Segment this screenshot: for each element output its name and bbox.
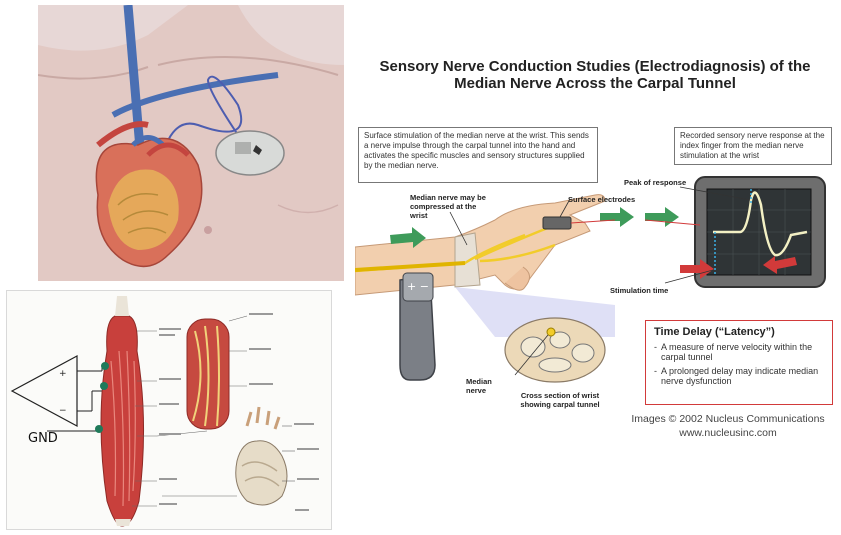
latency-item: - A measure of nerve velocity within the… (654, 342, 824, 362)
diagram-title: Sensory Nerve Conduction Studies (Electr… (355, 58, 835, 92)
surface-electrodes-label: Surface electrodes (568, 195, 648, 204)
pacemaker-heart-illustration (38, 5, 344, 281)
recording-callout: Recorded sensory nerve response at the i… (674, 127, 832, 165)
credit-url: www.nucleusinc.com (618, 427, 838, 439)
muscle-emg-drawing: + − (7, 291, 332, 530)
latency-item: - A prolonged delay may indicate median … (654, 366, 824, 386)
title-line-1: Sensory Nerve Conduction Studies (Electr… (355, 58, 835, 75)
svg-text:+: + (59, 369, 67, 379)
peak-response-label: Peak of response (624, 178, 694, 187)
image-credit: Images © 2002 Nucleus Communications (618, 413, 838, 425)
amplifier-symbol (12, 356, 77, 426)
title-line-2: Median Nerve Across the Carpal Tunnel (355, 75, 835, 92)
muscle-emg-illustration: + − (6, 290, 332, 530)
latency-item-text: A measure of nerve velocity within the c… (661, 342, 824, 362)
gnd-label: GND (28, 431, 58, 446)
latency-item-text: A prolonged delay may indicate median ne… (661, 366, 824, 386)
arrow-green-2 (600, 207, 634, 227)
arrow-green-3 (645, 207, 679, 227)
stimulation-time-label: Stimulation time (610, 286, 690, 295)
median-nerve-label: Median nerve (466, 377, 506, 395)
compressed-nerve-label: Median nerve may be compressed at the wr… (410, 193, 490, 220)
surface-electrodes (543, 217, 571, 229)
latency-title: Time Delay (“Latency”) (654, 326, 824, 338)
cross-section-label: Cross section of wrist showing carpal tu… (510, 391, 610, 409)
latency-box: Time Delay (“Latency”) - A measure of ne… (645, 320, 833, 405)
svg-text:−: − (59, 406, 67, 416)
svg-text:+ −: + − (407, 280, 429, 293)
pacemaker-heart-drawing (38, 5, 344, 281)
